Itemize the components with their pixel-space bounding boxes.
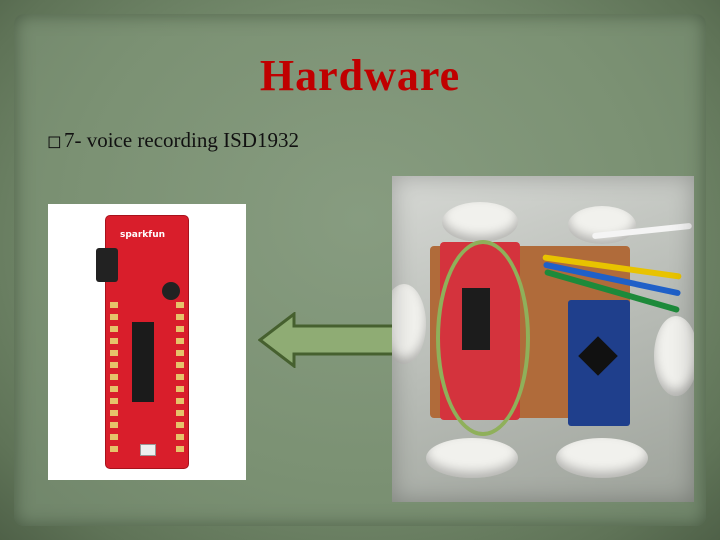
record-switch bbox=[140, 444, 156, 456]
audio-jack bbox=[96, 248, 118, 282]
ic-chip bbox=[132, 322, 154, 402]
enclosure-ring bbox=[556, 438, 648, 478]
bullet-icon: ◻ bbox=[47, 131, 62, 152]
isd1932-module-photo: sparkfun bbox=[48, 204, 246, 480]
bullet-item: ◻7- voice recording ISD1932 bbox=[47, 128, 299, 153]
microphone bbox=[162, 282, 180, 300]
board-logo: sparkfun bbox=[120, 230, 166, 240]
photo-vignette bbox=[392, 176, 694, 502]
enclosure-ring bbox=[426, 438, 518, 478]
bullet-text: 7- voice recording ISD1932 bbox=[63, 128, 299, 152]
arduino-nano-board bbox=[568, 300, 630, 426]
right-pin-header bbox=[176, 302, 184, 452]
slide-title: Hardware bbox=[259, 51, 461, 100]
highlight-ellipse bbox=[436, 240, 530, 436]
enclosure-ring bbox=[654, 316, 694, 396]
circuit-enclosure-photo bbox=[392, 176, 694, 502]
enclosure-ring bbox=[442, 202, 518, 242]
isd1932-board: sparkfun bbox=[96, 216, 188, 468]
left-pin-header bbox=[110, 302, 118, 452]
enclosure-ring bbox=[392, 284, 426, 364]
